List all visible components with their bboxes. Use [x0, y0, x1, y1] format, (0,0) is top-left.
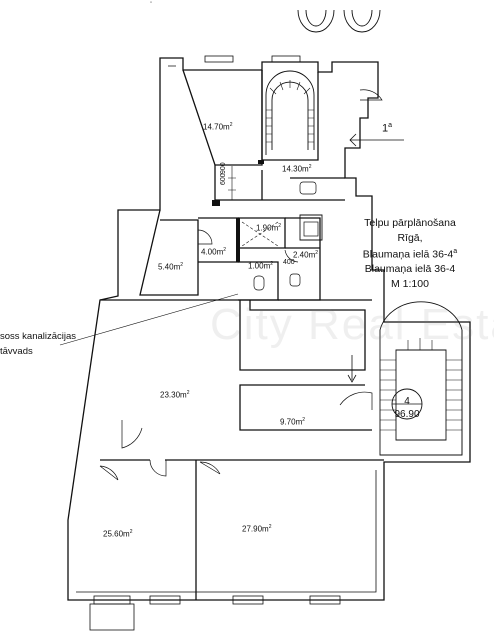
door-swing-7: [284, 249, 299, 263]
stair-treads: [266, 80, 314, 143]
door-swing-3: [149, 459, 167, 477]
wall-shaft: [299, 214, 323, 241]
door-swing-1: [121, 420, 143, 449]
wc-fixture: [253, 275, 265, 291]
title-line-5: M 1:100: [391, 277, 429, 290]
wall-bottom-divider: [100, 459, 384, 600]
dimension-600: 600: [220, 173, 227, 185]
room-area-2-40: 2.40m2: [293, 250, 319, 260]
room-area-14-70: 14.70m2: [203, 122, 233, 132]
apartment-number: 4: [404, 396, 410, 407]
apartment-area: 96.90: [394, 409, 420, 420]
wall-room-1: [182, 69, 263, 166]
shaft-cross: [241, 221, 279, 247]
bay-arch-left: [297, 9, 335, 33]
title-line-4: Blaumaņa ielā 36-4: [364, 263, 456, 275]
wall-fill: [212, 160, 264, 262]
room-area-27-90: 27.90m2: [242, 524, 272, 534]
watermark: City Real Estate: [210, 300, 494, 349]
staircase-top: [265, 70, 315, 155]
drawing-title-block: Telpu pārplānošana Rīgā, Blaumaņa ielā 3…: [330, 216, 490, 291]
sewer-note-line-2: tāvvads: [0, 346, 33, 357]
outer-wall: [67, 57, 471, 601]
sewer-note: soss kanalizācijas tāvvads: [0, 329, 76, 359]
sink-fixture: [289, 273, 301, 287]
room-area-5-40: 5.40m2: [158, 262, 184, 272]
wall-room-3: [139, 209, 199, 296]
sewer-note-line-1: soss kanalizācijas: [0, 331, 77, 342]
door-swing-4: [199, 461, 221, 475]
room-area-1-90: 1.90m2: [256, 223, 282, 233]
room-area-9-70: 9.70m2: [280, 417, 306, 427]
basin-fixture: [299, 181, 317, 195]
title-line-3: Blaumaņa ielā 36-4a: [362, 248, 458, 261]
shower-fixture: [303, 221, 319, 237]
wall-room-5: [238, 217, 286, 249]
room-area-1-00: 1.00m2: [248, 261, 274, 271]
wall-kitchen-block: [239, 384, 372, 431]
section-mark: 1a: [382, 122, 393, 135]
door-swing-6: [197, 229, 213, 245]
windows: [89, 55, 341, 631]
title-line-2: Rīgā,: [397, 231, 423, 244]
wall-stair-top: [261, 70, 319, 161]
top-mark: ": [150, 2, 153, 8]
door-swing-2: [99, 465, 119, 481]
dimension-line: [228, 166, 236, 200]
room-area-4-00: 4.00m2: [201, 247, 227, 257]
section-line: [349, 133, 404, 147]
stair-treads-right: [380, 338, 462, 431]
stair-arrow: [347, 355, 357, 383]
wall-corridor: [214, 165, 345, 201]
room-area-14-30: 14.30m2: [282, 164, 312, 174]
title-line-1: Telpu pārplānošana: [364, 217, 456, 229]
bay-arch-right: [343, 9, 381, 33]
dimension-900: 900: [220, 162, 227, 174]
door-swing-5: [339, 391, 373, 410]
door-swing-8: [359, 89, 383, 101]
room-area-25-60: 25.60m2: [103, 529, 133, 539]
apartment-label: 4 96.90: [393, 395, 421, 421]
room-area-23-30: 23.30m2: [160, 390, 190, 400]
wall-hall: [100, 299, 372, 371]
dimension-400: 400: [283, 259, 295, 266]
sewer-leader: [59, 293, 239, 346]
